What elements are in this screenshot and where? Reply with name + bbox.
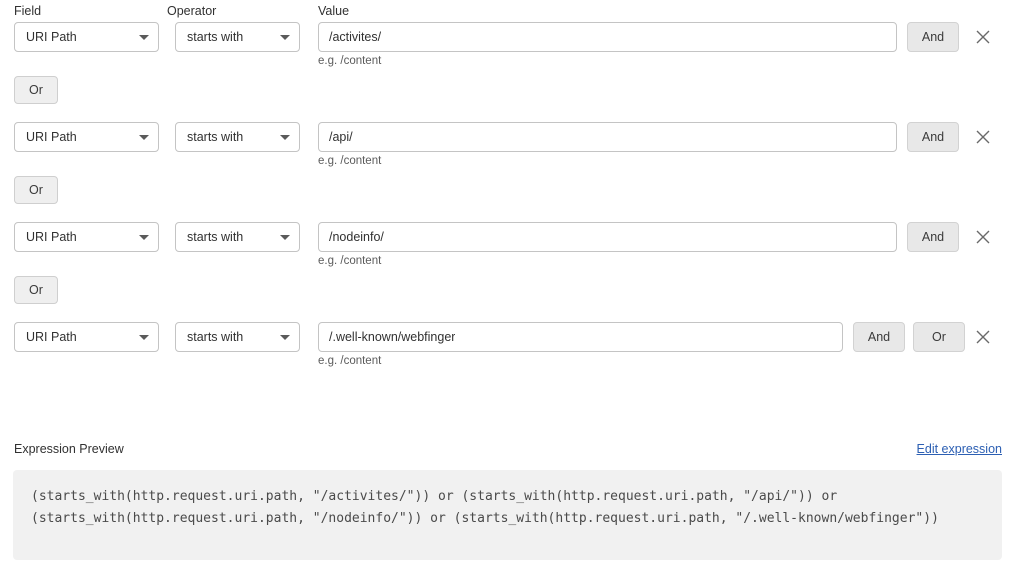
or-button[interactable]: Or <box>913 322 965 352</box>
operator-select-value: starts with <box>187 30 244 44</box>
and-button[interactable]: And <box>907 122 959 152</box>
operator-select[interactable]: starts with <box>175 222 300 252</box>
edit-expression-link[interactable]: Edit expression <box>916 442 1002 456</box>
operator-select-value: starts with <box>187 230 244 244</box>
field-select[interactable]: URI Path <box>14 22 159 52</box>
or-button[interactable]: Or <box>14 76 58 104</box>
value-input-text: /activites/ <box>329 30 382 44</box>
and-button[interactable]: And <box>853 322 905 352</box>
operator-select[interactable]: starts with <box>175 322 300 352</box>
close-icon[interactable] <box>972 326 994 348</box>
value-input[interactable]: /nodeinfo/ <box>318 222 897 252</box>
expression-preview-section: Expression Preview Edit expression (star… <box>0 442 1024 560</box>
or-separator: Or <box>0 76 1024 122</box>
expression-preview-text: (starts_with(http.request.uri.path, "/ac… <box>31 489 939 526</box>
operator-select[interactable]: starts with <box>175 122 300 152</box>
chevron-down-icon <box>280 135 290 140</box>
value-hint: e.g. /content <box>318 155 382 167</box>
chevron-down-icon <box>280 35 290 40</box>
chevron-down-icon <box>280 235 290 240</box>
column-header-field: Field <box>14 4 42 18</box>
close-icon[interactable] <box>972 126 994 148</box>
close-icon[interactable] <box>972 26 994 48</box>
field-select-value: URI Path <box>26 130 77 144</box>
value-hint: e.g. /content <box>318 55 382 67</box>
expression-preview-title: Expression Preview <box>14 442 124 456</box>
chevron-down-icon <box>139 135 149 140</box>
field-select-value: URI Path <box>26 30 77 44</box>
value-hint: e.g. /content <box>318 255 382 267</box>
chevron-down-icon <box>139 35 149 40</box>
operator-select-value: starts with <box>187 330 244 344</box>
or-separator: Or <box>0 276 1024 322</box>
column-header-operator: Operator <box>167 4 217 18</box>
or-separator: Or <box>0 176 1024 222</box>
value-input-text: /api/ <box>329 130 353 144</box>
or-button[interactable]: Or <box>14 276 58 304</box>
or-button[interactable]: Or <box>14 176 58 204</box>
chevron-down-icon <box>280 335 290 340</box>
column-headers: Field Operator Value <box>0 0 1024 22</box>
condition-row: URI Path starts with /api/ e.g. /content… <box>0 122 1024 176</box>
value-input-text: /nodeinfo/ <box>329 230 384 244</box>
value-input[interactable]: /activites/ <box>318 22 897 52</box>
column-header-value: Value <box>318 4 350 18</box>
operator-select-value: starts with <box>187 130 244 144</box>
expression-preview-header: Expression Preview Edit expression <box>0 442 1024 466</box>
field-select[interactable]: URI Path <box>14 322 159 352</box>
condition-row: URI Path starts with /activites/ e.g. /c… <box>0 22 1024 76</box>
condition-row: URI Path starts with /.well-known/webfin… <box>0 322 1024 376</box>
and-button[interactable]: And <box>907 222 959 252</box>
field-select[interactable]: URI Path <box>14 222 159 252</box>
expression-preview-box: (starts_with(http.request.uri.path, "/ac… <box>13 470 1002 560</box>
value-input[interactable]: /api/ <box>318 122 897 152</box>
operator-select[interactable]: starts with <box>175 22 300 52</box>
chevron-down-icon <box>139 235 149 240</box>
and-button[interactable]: And <box>907 22 959 52</box>
condition-row: URI Path starts with /nodeinfo/ e.g. /co… <box>0 222 1024 276</box>
field-select-value: URI Path <box>26 230 77 244</box>
chevron-down-icon <box>139 335 149 340</box>
field-select[interactable]: URI Path <box>14 122 159 152</box>
value-input[interactable]: /.well-known/webfinger <box>318 322 843 352</box>
value-hint: e.g. /content <box>318 355 382 367</box>
value-input-text: /.well-known/webfinger <box>329 330 456 344</box>
close-icon[interactable] <box>972 226 994 248</box>
rule-expression-builder: Field Operator Value URI Path starts wit… <box>0 0 1024 376</box>
field-select-value: URI Path <box>26 330 77 344</box>
